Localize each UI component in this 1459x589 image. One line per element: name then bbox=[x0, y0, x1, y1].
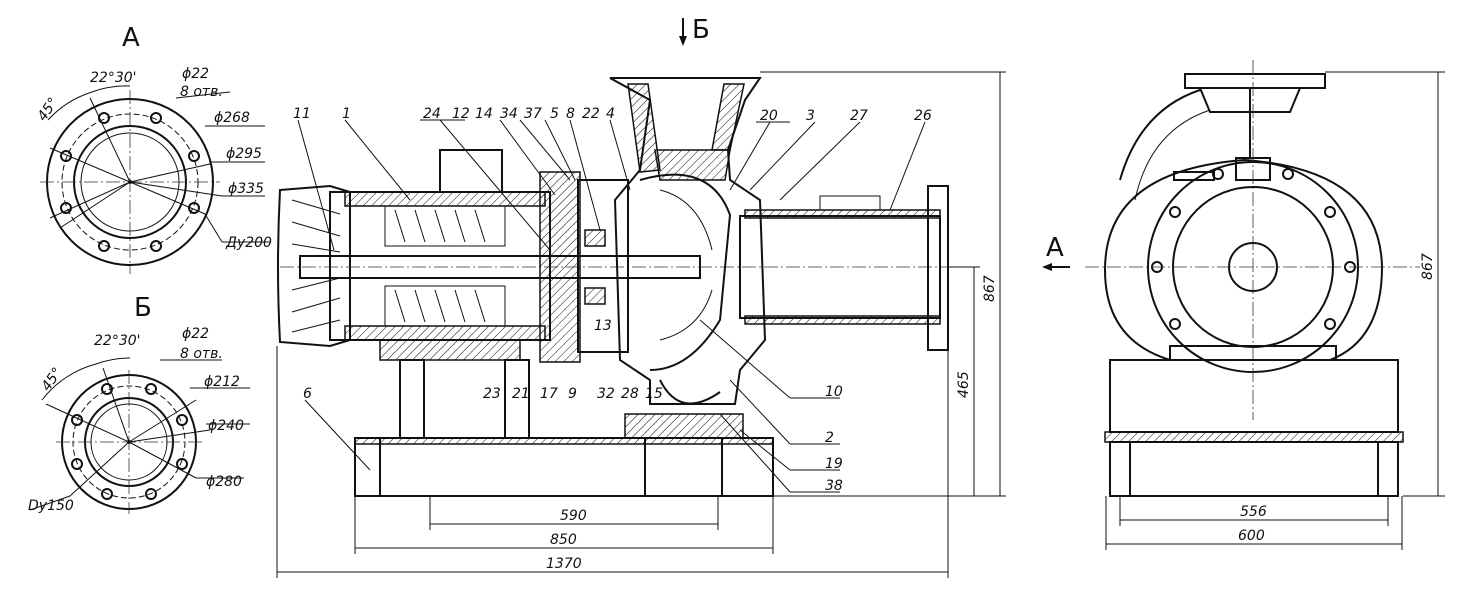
dim-867: 867 bbox=[982, 275, 998, 302]
part-label-6: 6 bbox=[303, 386, 312, 402]
dim-867-side: 867 bbox=[1420, 253, 1436, 280]
part-label-24: 24 bbox=[423, 106, 441, 122]
part-label-23: 23 bbox=[483, 386, 501, 402]
part-label-13: 13 bbox=[594, 318, 612, 334]
flange-a-dn200: Ду200 bbox=[225, 235, 272, 251]
part-label-32: 32 bbox=[597, 386, 615, 402]
part-label-20: 20 bbox=[760, 108, 778, 124]
part-label-27: 27 bbox=[850, 108, 868, 124]
dim-850: 850 bbox=[550, 532, 577, 548]
part-label-37: 37 bbox=[524, 106, 542, 122]
dim-1370: 1370 bbox=[546, 556, 582, 572]
dim-465: 465 bbox=[956, 371, 972, 398]
flange-b-d280: ϕ280 bbox=[206, 474, 242, 490]
part-label-17: 17 bbox=[540, 386, 558, 402]
part-label-21: 21 bbox=[512, 386, 530, 402]
pump-side-view: А bbox=[1042, 60, 1445, 550]
view-b-title: Б bbox=[134, 293, 152, 323]
part-label-11: 11 bbox=[293, 106, 311, 122]
part-label-1: 1 bbox=[342, 106, 351, 122]
flange-view-a: А 45° 22°30' bbox=[34, 23, 272, 274]
flange-a-hole-dia: ϕ22 bbox=[182, 66, 209, 82]
part-label-28: 28 bbox=[621, 386, 639, 402]
view-a-arrow-label: А bbox=[1046, 233, 1064, 263]
flange-a-angle-45: 45° bbox=[34, 95, 61, 125]
part-label-38: 38 bbox=[825, 478, 843, 494]
part-label-19: 19 bbox=[825, 456, 843, 472]
view-a-title: А bbox=[122, 23, 140, 53]
flange-a-d268: ϕ268 bbox=[214, 110, 250, 126]
dim-590: 590 bbox=[560, 508, 587, 524]
flange-b-d240: ϕ240 bbox=[208, 418, 244, 434]
side-view-bolt-holes bbox=[1151, 168, 1356, 330]
dim-556: 556 bbox=[1240, 504, 1267, 520]
flange-a-hole-count: 8 отв. bbox=[180, 84, 223, 100]
flange-a-angle-22: 22°30' bbox=[90, 70, 136, 86]
part-label-5: 5 bbox=[550, 106, 559, 122]
part-label-10: 10 bbox=[825, 384, 843, 400]
flange-b-dn150: Dy150 bbox=[28, 498, 74, 514]
flange-b-angle-45: 45° bbox=[38, 365, 65, 395]
dim-600: 600 bbox=[1238, 528, 1265, 544]
flange-a-d335: ϕ335 bbox=[228, 181, 264, 197]
part-label-9: 9 bbox=[568, 386, 577, 402]
part-label-14: 14 bbox=[475, 106, 493, 122]
flange-view-b: Б 45° 22°30' ϕ22 8 bbox=[28, 293, 250, 514]
part-label-15: 15 bbox=[645, 386, 663, 402]
flange-b-hole-dia: ϕ22 bbox=[182, 326, 209, 342]
part-label-26: 26 bbox=[914, 108, 932, 124]
dimension-lines: 590 850 1370 867 465 bbox=[276, 71, 1006, 578]
part-label-4: 4 bbox=[606, 106, 615, 122]
part-label-34: 34 bbox=[500, 106, 518, 122]
flange-b-bolt-holes bbox=[71, 383, 188, 500]
part-label-2: 2 bbox=[825, 430, 834, 446]
flange-a-d295: ϕ295 bbox=[226, 146, 262, 162]
flange-a-bolt-holes bbox=[60, 112, 200, 252]
view-b-arrow-label: Б bbox=[692, 15, 710, 45]
part-labels: 11 1 24 12 14 34 37 5 8 22 4 20 3 27 26 … bbox=[293, 106, 932, 494]
flange-b-angle-22: 22°30' bbox=[94, 333, 140, 349]
part-label-12: 12 bbox=[452, 106, 470, 122]
part-label-8: 8 bbox=[566, 106, 575, 122]
pump-section-view: Б bbox=[276, 15, 1006, 578]
flange-b-hole-count: 8 отв. bbox=[180, 346, 223, 362]
part-label-22: 22 bbox=[582, 106, 600, 122]
flange-b-d212: ϕ212 bbox=[204, 374, 240, 390]
part-label-3: 3 bbox=[806, 108, 815, 124]
